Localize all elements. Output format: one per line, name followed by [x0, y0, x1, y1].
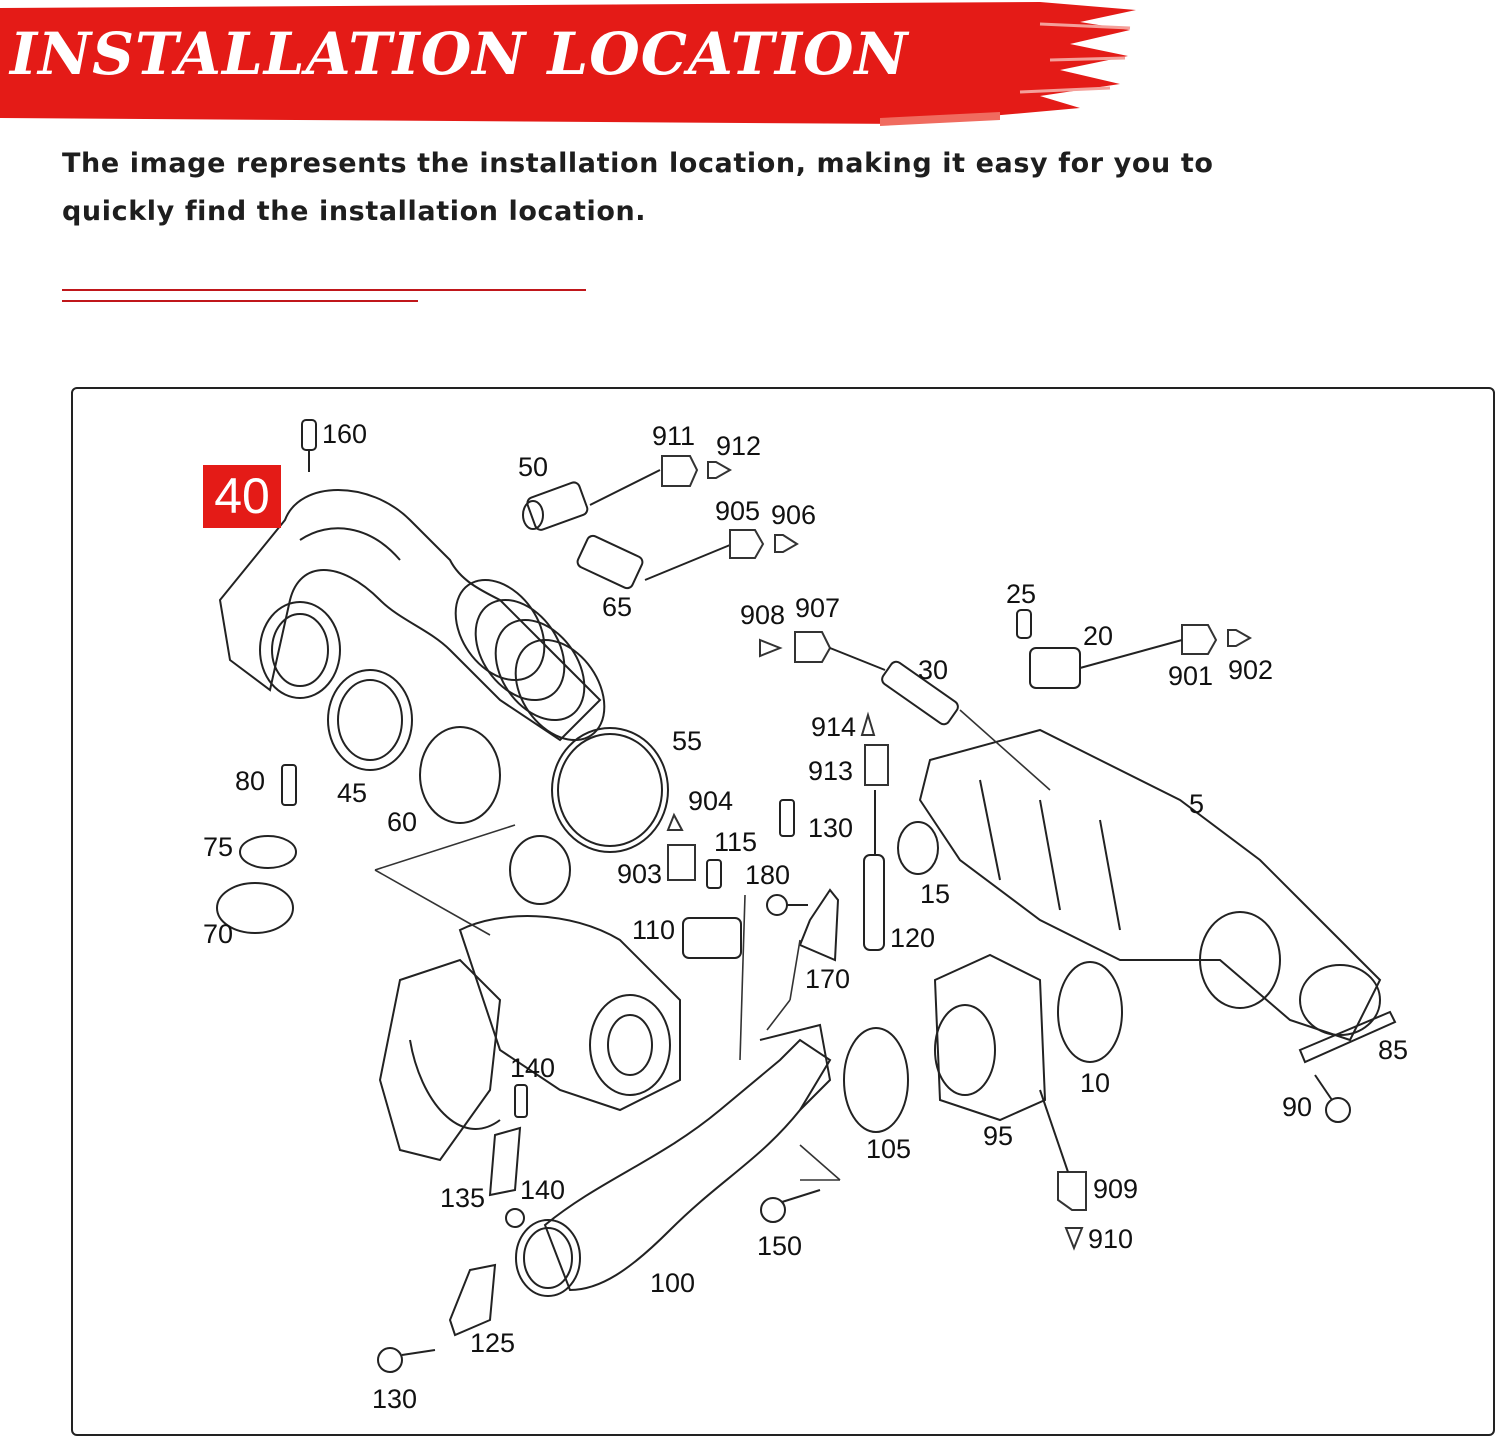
bracket-125	[448, 1263, 497, 1337]
bolt-180	[766, 894, 808, 916]
part-label: 160	[322, 419, 367, 449]
sensor-65	[576, 534, 731, 590]
bolt-130-lower	[377, 1347, 436, 1373]
diagram-frame	[71, 387, 1495, 1436]
sensor-120	[863, 790, 885, 951]
description-text: The image represents the installation lo…	[62, 148, 1214, 227]
title-banner: INSTALLATION LOCATION	[0, 0, 1150, 130]
part-label: 913	[808, 756, 853, 786]
divider-line-long	[62, 289, 586, 291]
washer-75	[239, 835, 297, 869]
part-label: 45	[337, 778, 367, 808]
bolt-25	[1016, 609, 1032, 639]
bolt-140	[514, 1084, 528, 1118]
part-label: 914	[811, 712, 856, 742]
highlight-part-number: 40	[214, 468, 270, 524]
part-label: 15	[920, 879, 950, 909]
intake-manifold-5	[918, 728, 1382, 1042]
highlight-badge	[203, 465, 281, 528]
part-label: 125	[470, 1328, 515, 1358]
part-label: 110	[632, 915, 675, 945]
part-label: 135	[440, 1183, 485, 1213]
part-label: 170	[805, 964, 850, 994]
part-label: 902	[1228, 655, 1273, 685]
gasket-105	[843, 1027, 909, 1133]
part-label: 120	[890, 923, 935, 953]
divider-line-short	[62, 300, 418, 302]
part-label: 55	[672, 726, 702, 756]
sensor-30	[881, 660, 959, 726]
sensor-50	[522, 469, 661, 531]
part-label: 130	[372, 1384, 417, 1414]
bracket-135	[488, 1126, 522, 1197]
part-label: 5	[1189, 789, 1204, 819]
part-label: 903	[617, 859, 662, 889]
part-label: 95	[983, 1121, 1013, 1151]
grommet-70	[216, 882, 294, 934]
hose-clamp-55	[551, 727, 669, 853]
part-label: 905	[715, 496, 760, 526]
part-label: 20	[1083, 621, 1113, 651]
gasket-85	[1298, 1010, 1397, 1064]
bolt-160	[301, 419, 317, 451]
bolt-90	[1314, 1074, 1351, 1123]
part-label: 115	[714, 827, 757, 857]
connector-symbols	[661, 455, 1253, 1251]
bolt-80	[281, 764, 297, 806]
part-label: 904	[688, 786, 733, 816]
part-label: 908	[740, 600, 785, 630]
part-label: 25	[1006, 579, 1036, 609]
part-label: 130	[808, 813, 853, 843]
part-label: 140	[510, 1053, 555, 1083]
part-label: 140	[520, 1175, 565, 1205]
part-label: 50	[518, 452, 548, 482]
part-label: 911	[652, 421, 695, 451]
bolt-150	[760, 1189, 821, 1223]
part-label: 65	[602, 592, 632, 622]
intake-pipe-40	[218, 489, 606, 742]
part-label: 912	[716, 431, 761, 461]
throttle-body-95	[933, 953, 1069, 1173]
part-label: 180	[745, 860, 790, 890]
hose-clamp-60	[419, 726, 501, 824]
sensor-110	[682, 917, 742, 959]
gasket-10	[1057, 961, 1123, 1063]
part-label: 100	[650, 1268, 695, 1298]
brush-stroke-banner	[0, 2, 1136, 126]
sensor-20	[1029, 639, 1183, 689]
part-label: 60	[387, 807, 417, 837]
part-label: 80	[235, 766, 265, 796]
part-label: 901	[1168, 661, 1213, 691]
part-label: 90	[1282, 1092, 1312, 1122]
part-label: 907	[795, 593, 840, 623]
part-label: 150	[757, 1231, 802, 1261]
nut-140	[505, 1208, 525, 1228]
bolt-115	[706, 859, 722, 889]
part-label: 85	[1378, 1035, 1408, 1065]
part-label: 10	[1080, 1068, 1110, 1098]
part-label: 70	[203, 919, 233, 949]
bolt-130	[779, 799, 795, 837]
seal-15	[897, 821, 939, 875]
turbocharger	[378, 835, 681, 1162]
part-label: 75	[203, 832, 233, 862]
part-label: 909	[1093, 1174, 1138, 1204]
leader-lines	[374, 709, 1051, 1181]
part-label: 910	[1088, 1224, 1133, 1254]
part-label: 105	[866, 1134, 911, 1164]
bracket-170	[798, 888, 840, 962]
charge-air-pipe-100	[515, 1023, 832, 1297]
page-title: INSTALLATION LOCATION	[10, 20, 909, 88]
seal-ring-45	[327, 669, 413, 771]
part-label: 30	[918, 655, 948, 685]
part-label: 906	[771, 500, 816, 530]
